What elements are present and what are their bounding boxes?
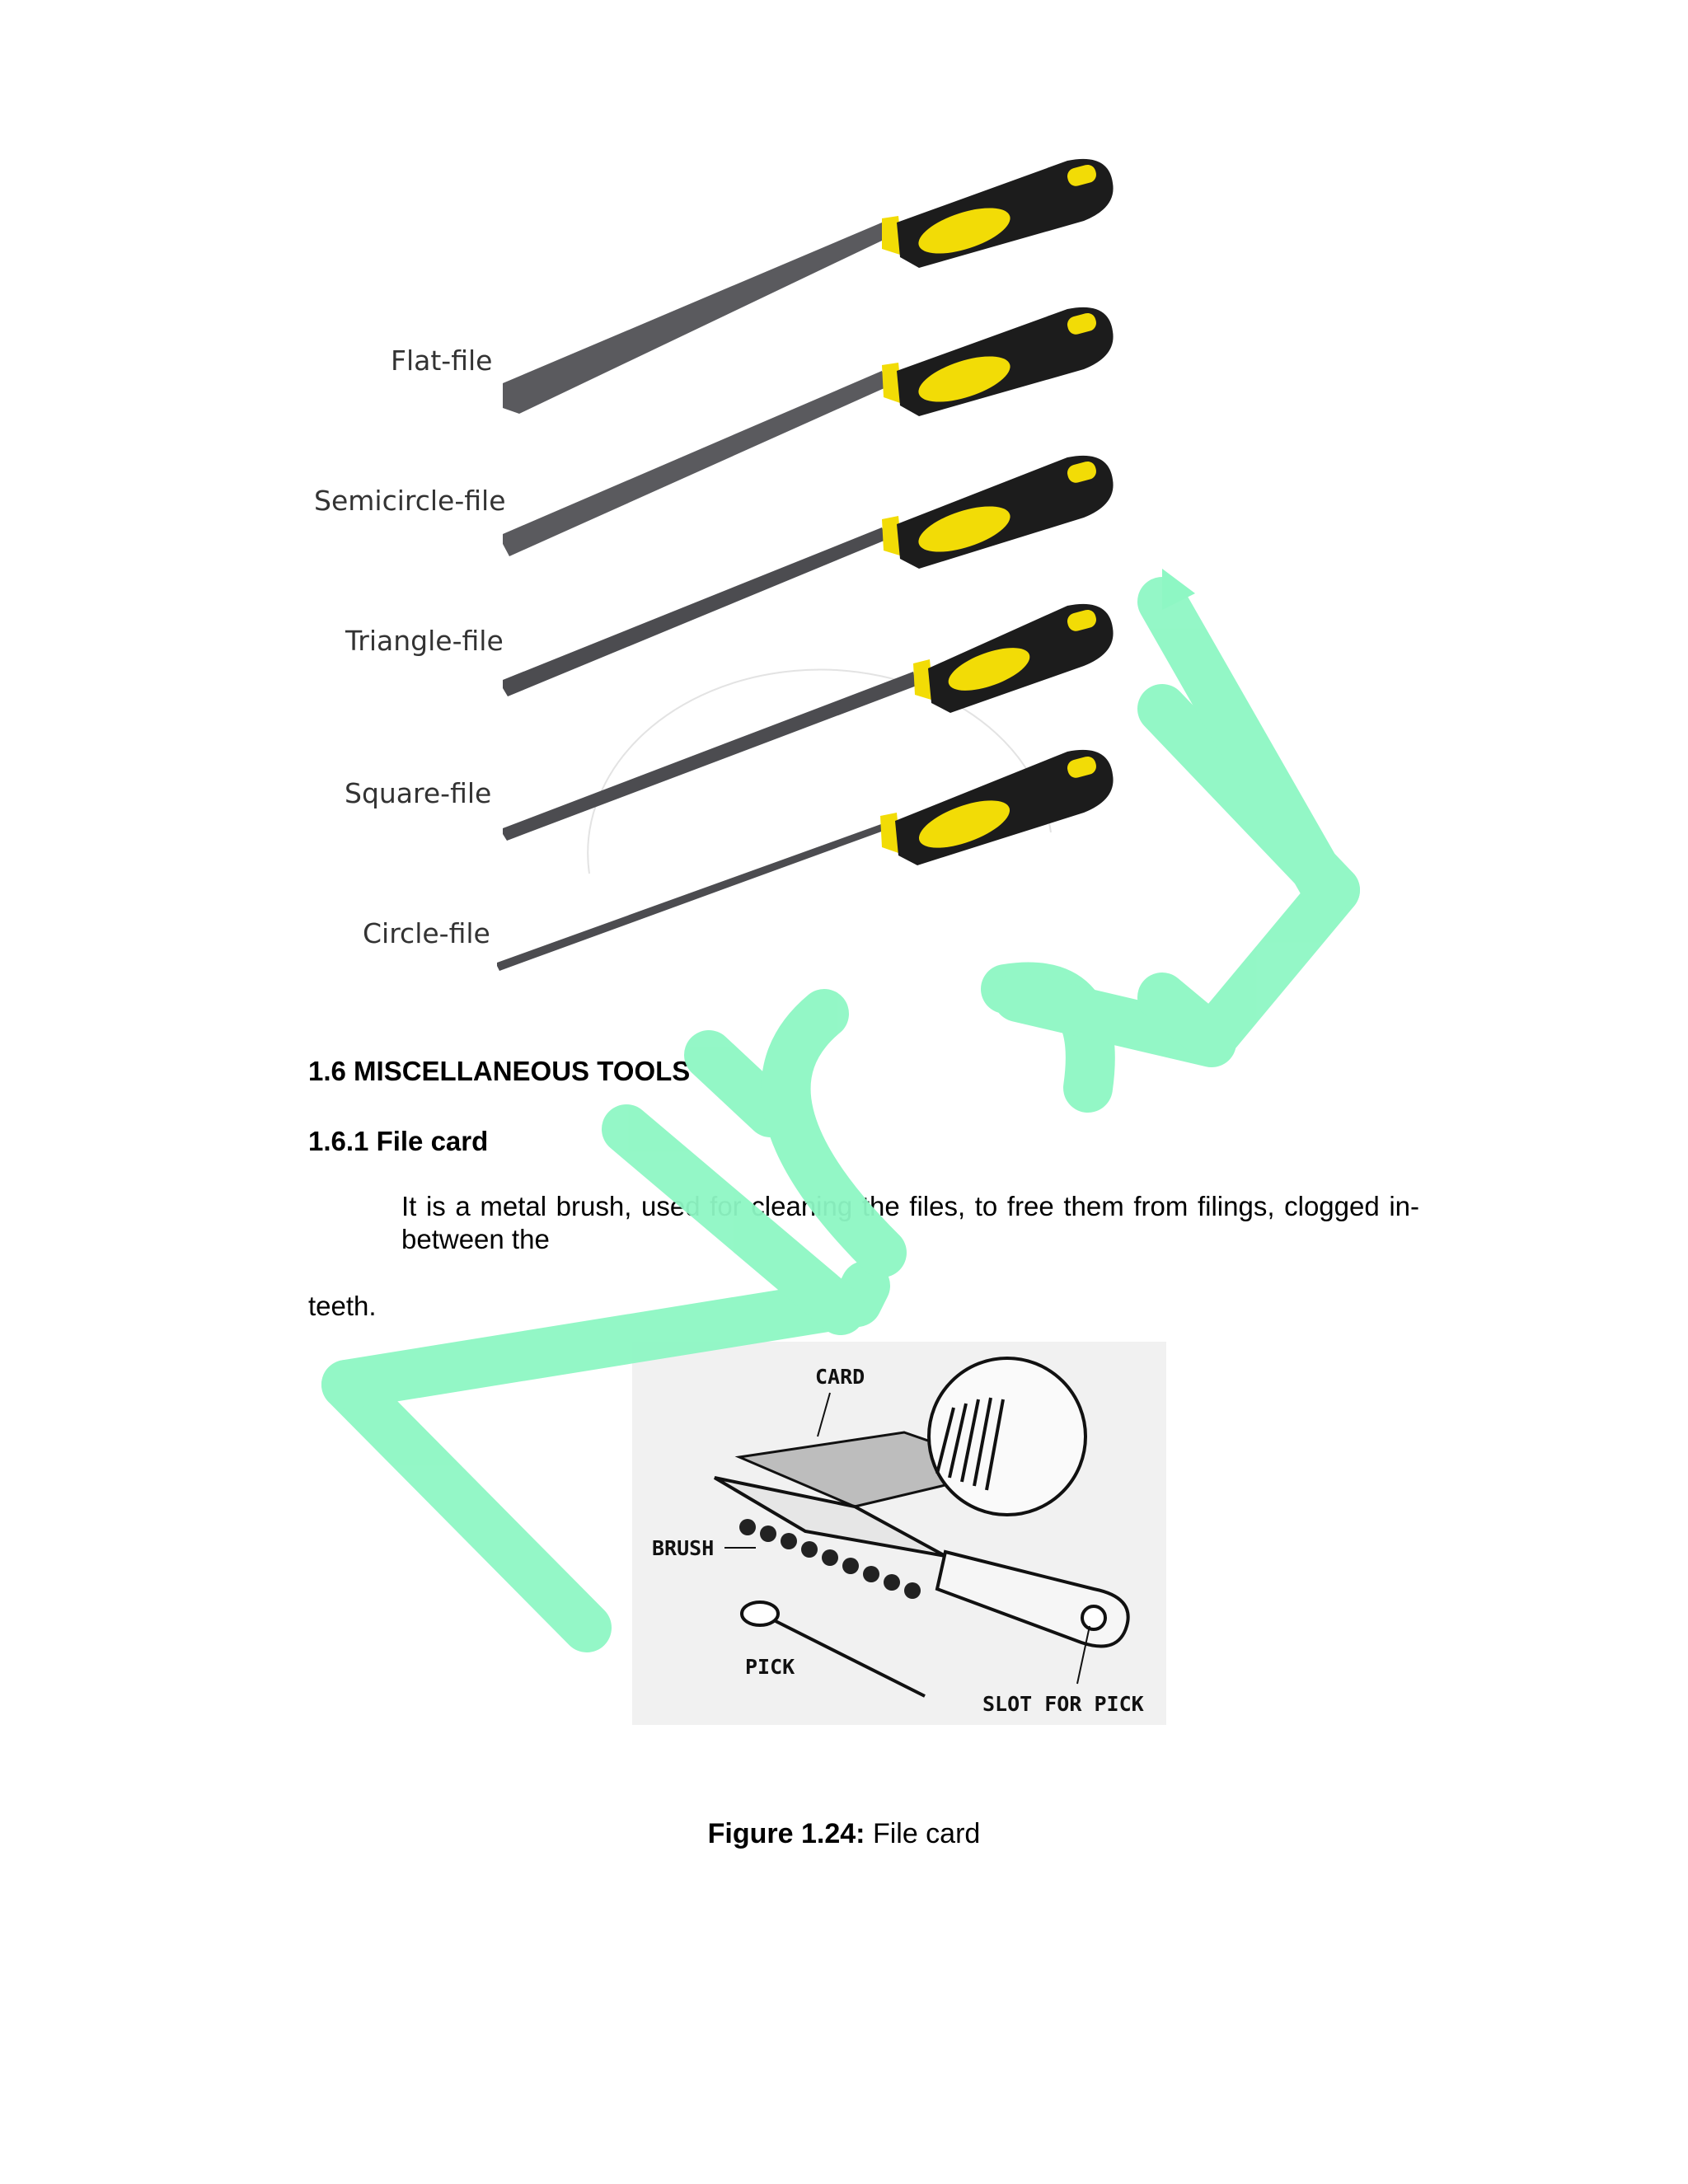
circle-file-tool <box>497 749 1114 971</box>
triangle-file-tool <box>503 455 1114 696</box>
triangle-file-label: Triangle-file <box>345 625 504 657</box>
brush-bristles <box>739 1519 921 1599</box>
flat-file-label: Flat-file <box>391 344 493 377</box>
pick-label: PICK <box>745 1655 795 1679</box>
magnifier-circle <box>927 1357 1087 1516</box>
pick-shaft <box>773 1619 926 1698</box>
file-card-figure: CARD BRUSH PICK SLOT FOR PICK <box>632 1342 1166 1725</box>
card-label: CARD <box>815 1365 865 1389</box>
body-paragraph-continued: teeth. <box>308 1291 377 1321</box>
square-file-label: Square-file <box>345 777 492 809</box>
body-paragraph: It is a metal brush, used for cleaning t… <box>401 1191 1419 1254</box>
subsection-heading: 1.6.1 File card <box>308 1126 489 1156</box>
slot-for-pick-label: SLOT FOR PICK <box>982 1692 1144 1716</box>
caption-text: File card <box>865 1818 981 1849</box>
flat-file-tool <box>503 158 1114 414</box>
square-file-tool <box>503 603 1114 841</box>
brush-label: BRUSH <box>652 1536 715 1560</box>
file-card-illustration <box>713 1357 1130 1698</box>
files-illustration <box>497 158 1114 971</box>
figure-caption: Figure 1.24: File card <box>0 1818 1688 1850</box>
card-handle <box>935 1549 1130 1648</box>
section-heading: 1.6 MISCELLANEOUS TOOLS <box>308 1056 691 1086</box>
files-photo-figure: Flat-file Semicircle-file Triangle-file … <box>305 132 1137 981</box>
seal-watermark <box>587 668 1052 874</box>
caption-label: Figure 1.24: <box>707 1818 865 1849</box>
semicircle-file-tool <box>503 307 1114 556</box>
semicircle-file-label: Semicircle-file <box>314 485 506 517</box>
circle-file-label: Circle-file <box>363 917 490 949</box>
